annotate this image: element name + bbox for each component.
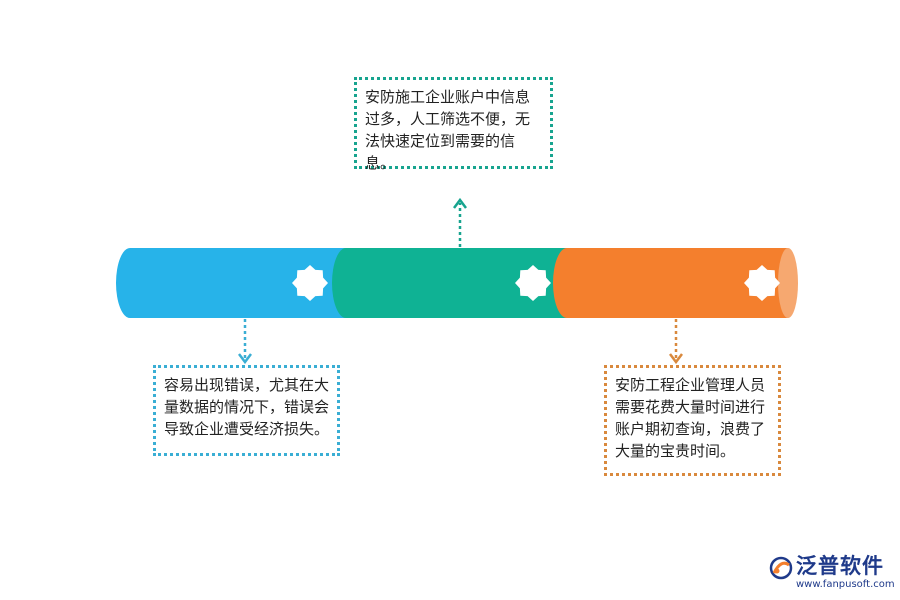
connector-top	[453, 197, 467, 247]
gear-icon	[292, 265, 328, 301]
callout-right-text: 安防工程企业管理人员需要花费大量时间进行账户期初查询，浪费了大量的宝贵时间。	[615, 376, 766, 460]
logo-swirl-icon	[769, 556, 793, 580]
arrow-up-icon	[453, 197, 467, 209]
connector-right	[669, 319, 683, 365]
gear-icon	[744, 265, 780, 301]
callout-left: 容易出现错误，尤其在大量数据的情况下，错误会导致企业遭受经济损失。	[153, 365, 340, 456]
logo-url: www.fanpusoft.com	[796, 579, 895, 590]
gear-icon	[515, 265, 551, 301]
pipe-end-cap	[778, 248, 798, 318]
connector-left	[238, 319, 252, 365]
arrow-down-icon	[669, 353, 683, 365]
pipe-segment-green	[332, 248, 567, 318]
callout-left-text: 容易出现错误，尤其在大量数据的情况下，错误会导致企业遭受经济损失。	[164, 376, 330, 438]
pipe-segment-blue	[116, 248, 346, 318]
callout-top: 安防施工企业账户中信息过多，人工筛选不便，无法快速定位到需要的信息。	[354, 77, 553, 172]
pipe	[116, 248, 798, 318]
callout-right: 安防工程企业管理人员需要花费大量时间进行账户期初查询，浪费了大量的宝贵时间。	[604, 365, 781, 476]
brand-logo: 泛普软件 www.fanpusoft.com	[768, 553, 895, 595]
callout-top-text: 安防施工企业账户中信息过多，人工筛选不便，无法快速定位到需要的信息。	[365, 88, 531, 172]
arrow-down-icon	[238, 353, 252, 365]
pipe-segment-orange	[553, 248, 788, 318]
logo-name: 泛普软件	[796, 554, 884, 578]
